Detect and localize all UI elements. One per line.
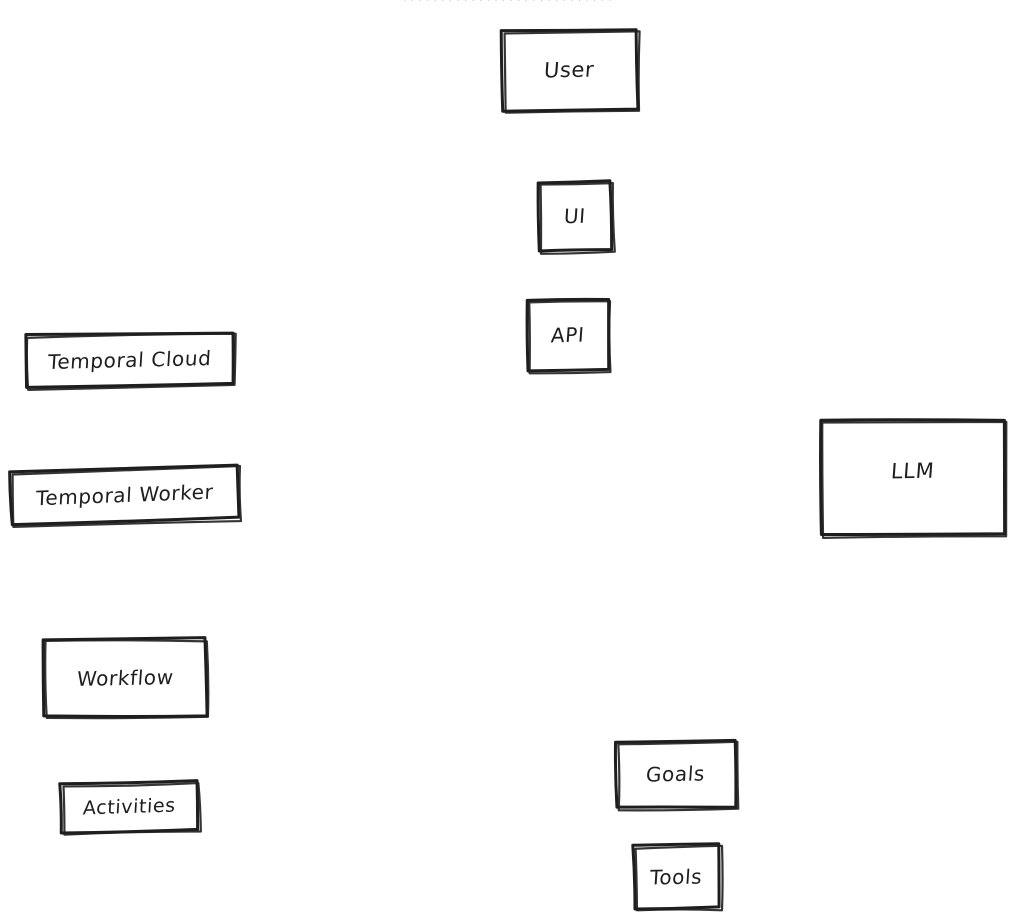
node-workflow[interactable]: Workflow — [41, 636, 210, 720]
node-goals[interactable]: Goals — [613, 738, 740, 812]
node-label-temporal-cloud: Temporal Cloud — [46, 345, 213, 374]
node-label-workflow: Workflow — [75, 664, 175, 691]
node-activities[interactable]: Activities — [58, 779, 202, 836]
clipped-top-text: . . . . . . . . . . . . . . . . . . . . … — [0, 0, 1015, 7]
node-label-temporal-worker: Temporal Worker — [35, 479, 214, 510]
node-label-api: API — [550, 322, 586, 348]
node-label-ui: UI — [563, 203, 587, 229]
node-ui[interactable]: UI — [536, 179, 616, 255]
node-tools[interactable]: Tools — [631, 842, 724, 912]
node-temporal-cloud[interactable]: Temporal Cloud — [24, 331, 237, 391]
node-temporal-worker[interactable]: Temporal Worker — [8, 463, 243, 529]
node-label-activities: Activities — [82, 794, 176, 819]
node-user[interactable]: User — [499, 28, 641, 114]
node-label-llm: LLM — [889, 458, 936, 484]
node-label-goals: Goals — [645, 761, 706, 787]
node-label-tools: Tools — [649, 863, 704, 890]
node-label-user: User — [543, 57, 596, 83]
node-api[interactable]: API — [525, 297, 612, 375]
node-llm[interactable]: LLM — [819, 418, 1008, 539]
